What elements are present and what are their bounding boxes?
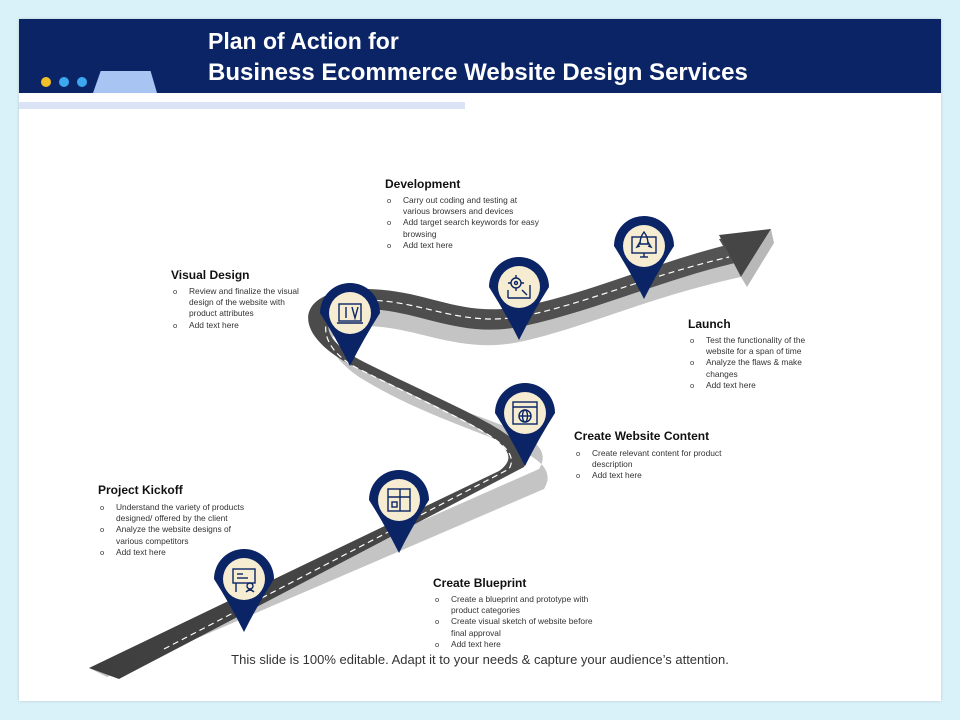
arrow-head <box>719 229 771 277</box>
bullet-item: Understand the variety of products desig… <box>98 502 258 524</box>
header-bar: Plan of Action for Business Ecommerce We… <box>19 19 941 93</box>
stage-title-create-website-content: Create Website Content <box>574 429 710 443</box>
stage-bullets-launch: Test the functionality of the website fo… <box>688 335 828 391</box>
stage-bullets-visual-design: Review and finalize the visual design of… <box>171 286 311 331</box>
bullet-item: Test the functionality of the website fo… <box>688 335 828 357</box>
presentation-board-icon <box>232 568 256 593</box>
stage-title-visual-design: Visual Design <box>171 268 250 282</box>
bullet-item: Create a blueprint and prototype with pr… <box>433 594 603 616</box>
pin-create-blueprint <box>369 470 429 553</box>
pin-project-kickoff <box>214 549 274 632</box>
bullet-item: Add text here <box>171 320 311 331</box>
stage-bullets-development: Carry out coding and testing at various … <box>385 195 545 251</box>
road-center-line <box>163 256 730 650</box>
stage-bullets-project-kickoff: Understand the variety of products desig… <box>98 502 258 558</box>
bullet-item: Add text here <box>688 380 828 391</box>
stage-bullets-create-website-content: Create relevant content for product desc… <box>574 448 724 482</box>
bullet-item: Add text here <box>385 240 545 251</box>
pin-launch <box>614 216 674 299</box>
slide: Plan of Action for Business Ecommerce We… <box>19 19 941 701</box>
roadmap-diagram <box>89 216 774 679</box>
decor-dot-yellow <box>41 77 51 87</box>
bullet-item: Add text here <box>433 639 603 650</box>
bullet-item: Create relevant content for product desc… <box>574 448 724 470</box>
bullet-item: Analyze the website designs of various c… <box>98 524 258 546</box>
stage-title-project-kickoff: Project Kickoff <box>98 483 183 497</box>
bullet-item: Carry out coding and testing at various … <box>385 195 545 217</box>
stage-bullets-create-blueprint: Create a blueprint and prototype with pr… <box>433 594 603 650</box>
decor-tab-shape <box>93 71 157 93</box>
design-tools-icon <box>337 303 363 324</box>
bullet-item: Create visual sketch of website before f… <box>433 616 603 638</box>
bullet-item: Review and finalize the visual design of… <box>171 286 311 320</box>
gear-code-icon <box>507 275 531 299</box>
stage-title-launch: Launch <box>688 317 731 331</box>
arrow-head-side <box>741 229 774 287</box>
slide-title-line1: Plan of Action for <box>208 28 399 54</box>
pin-visual-design <box>320 283 380 366</box>
decor-dot-blue-1 <box>59 77 69 87</box>
stage-title-development: Development <box>385 177 461 191</box>
road-surface <box>89 229 771 679</box>
bullet-item: Analyze the flaws & make changes <box>688 357 828 379</box>
blueprint-icon <box>387 488 411 512</box>
decor-dot-blue-2 <box>77 77 87 87</box>
footer-text: This slide is 100% editable. Adapt it to… <box>231 652 729 667</box>
rocket-monitor-icon <box>631 230 657 258</box>
globe-browser-icon <box>512 401 538 425</box>
bullet-item: Add text here <box>98 547 258 558</box>
stage-title-create-blueprint: Create Blueprint <box>433 576 527 590</box>
bullet-item: Add target search keywords for easy brow… <box>385 217 545 239</box>
decor-underbar <box>19 102 465 109</box>
bullet-item: Add text here <box>574 470 724 481</box>
slide-title-line2: Business Ecommerce Website Design Servic… <box>208 59 748 86</box>
pin-development <box>489 257 549 340</box>
pin-create-website-content <box>495 383 555 466</box>
